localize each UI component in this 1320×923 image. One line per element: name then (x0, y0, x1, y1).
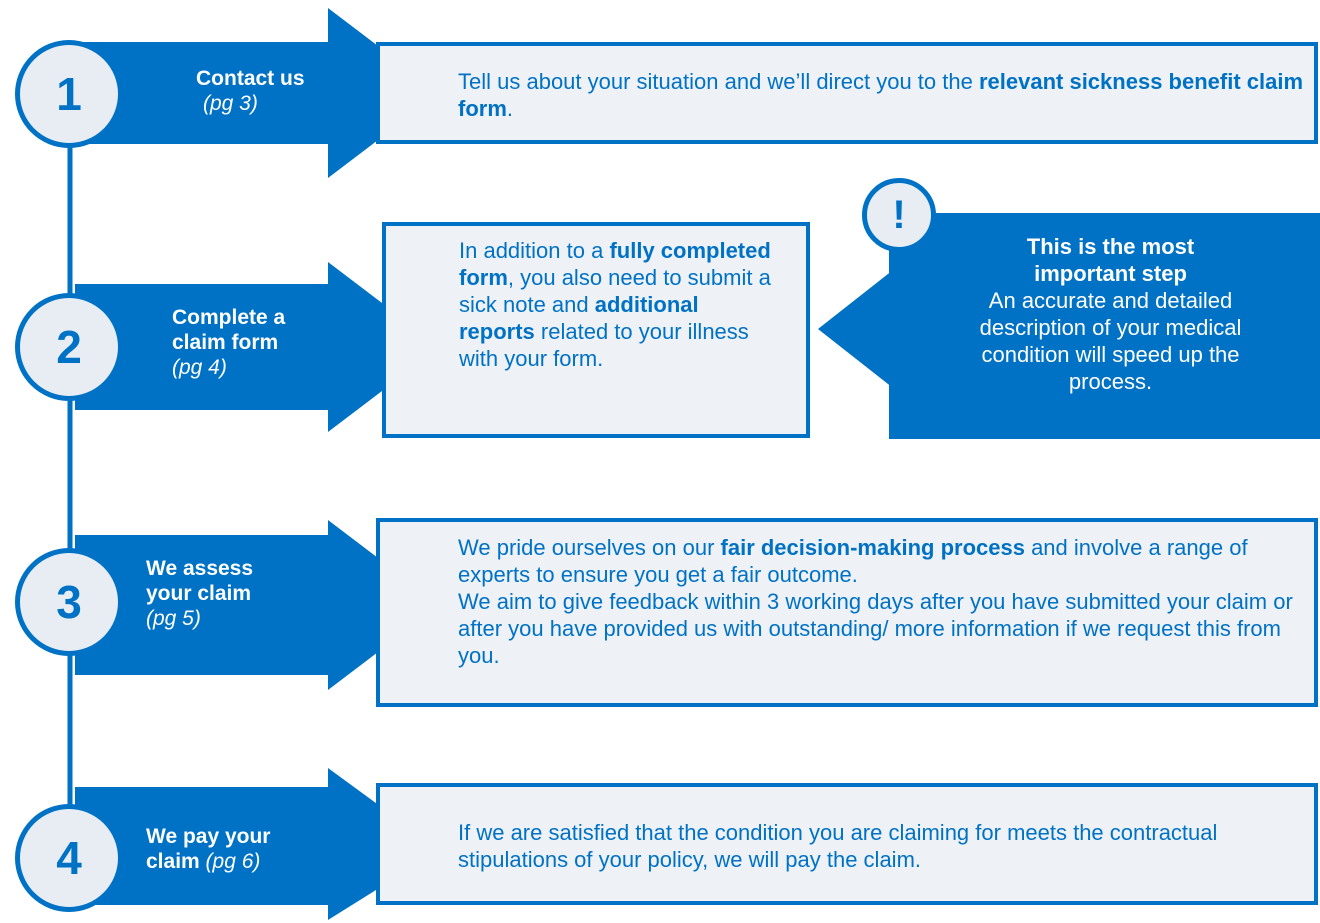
step-4-description-box: If we are satisfied that the condition y… (376, 783, 1318, 905)
step-1-description-segment: Tell us about your situation and we’ll d… (458, 69, 979, 94)
step-2-description-box: In addition to a fully completed form, y… (382, 222, 810, 438)
step-1-description-box: Tell us about your situation and we’ll d… (376, 42, 1318, 144)
step-1-description-segment: relevant sickness benefit claim form (458, 69, 1304, 121)
step-3-number-badge: 3 (15, 548, 123, 656)
step-3-description-segment: We aim to give feedback within 3 working… (458, 589, 1293, 668)
step-2-description-segment: In addition to a (459, 238, 610, 263)
step-4-description: If we are satisfied that the condition y… (458, 819, 1294, 873)
step-3-title: We assess your claim (146, 557, 254, 605)
step-2-title: Complete a claim form (172, 306, 286, 354)
step-3-description-segment: fair decision-making process (720, 535, 1025, 560)
step-2-page-ref: (pg 4) (172, 356, 227, 379)
step-1-label: Contact us (pg 3) (196, 66, 346, 116)
step-2-number-badge: 2 (15, 293, 123, 401)
step-2-label: Complete a claim form (pg 4) (172, 305, 322, 380)
step-3-arrow (75, 520, 440, 690)
step-2-description-segment: related to your illness with your form. (459, 319, 749, 371)
step-2-description: In addition to a fully completed form, y… (459, 237, 776, 372)
step-3-description-box: We pride ourselves on our fair decision-… (376, 518, 1318, 707)
step-2-description-segment: fully completed form (459, 238, 771, 290)
step-2-description-segment: additional reports (459, 292, 699, 344)
step-4-label: We pay your claim (pg 6) (146, 824, 311, 874)
step-1-description-segment: . (506, 96, 514, 121)
step-1-description: Tell us about your situation and we’ll d… (458, 68, 1306, 122)
exclamation-mark: ! (892, 192, 906, 237)
step-1-title: Contact us (196, 67, 305, 90)
important-note-panel: This is the most important step An accur… (889, 213, 1320, 439)
exclamation-icon: ! (862, 178, 936, 252)
step-4-title: We pay your claim (146, 825, 271, 873)
important-note-heading: This is the most important step (1026, 234, 1195, 286)
step-3-description: We pride ourselves on our fair decision-… (458, 534, 1294, 669)
step-3-number: 3 (56, 576, 82, 628)
step-1-number-badge: 1 (15, 40, 123, 148)
step-4-page-ref: (pg 6) (205, 850, 261, 873)
step-1-page-ref: (pg 3) (203, 92, 258, 115)
step-3-description-segment: and involve a range of experts to ensure… (458, 535, 1248, 587)
important-note-body: An accurate and detailed description of … (979, 288, 1242, 394)
step-4-number: 4 (56, 832, 82, 884)
step-2-number: 2 (56, 321, 82, 373)
step-3-label: We assess your claim (pg 5) (146, 556, 296, 631)
step-4-arrow (75, 768, 440, 920)
step-2-arrow (75, 262, 440, 432)
step-2-description-segment: , you also need to submit a sick note an… (459, 265, 771, 317)
step-4-description-segment: If we are satisfied that the condition y… (458, 820, 1218, 872)
step-3-page-ref: (pg 5) (146, 607, 201, 630)
step-3-description-segment: We pride ourselves on our (458, 535, 721, 560)
step-4-number-badge: 4 (15, 804, 123, 912)
step-1-number: 1 (56, 68, 82, 120)
step-1-arrow (75, 8, 440, 178)
